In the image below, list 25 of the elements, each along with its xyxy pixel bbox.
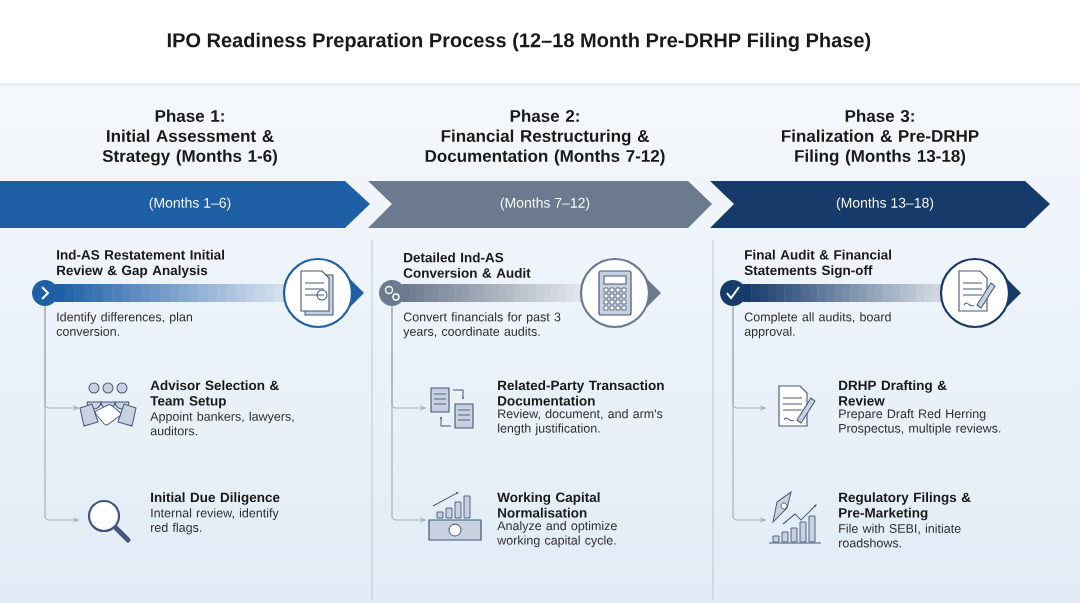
phase-heading: Phase 1: Initial Assessment & Strategy (Months 1-6) [102, 109, 277, 166]
step-description: Appoint bankers, lawyers, auditors. [150, 411, 294, 436]
step-title: Detailed Ind-AS Conversion & Audit [403, 252, 531, 278]
phase-banner: (Months 1–6) [0, 181, 370, 228]
step-title: Ind-AS Restatement Initial Review & Gap Analysis [57, 249, 224, 278]
step-description: Complete all audits, board approval. [744, 312, 891, 339]
step-description: Review, document, and arm's length justification. [498, 409, 663, 436]
phase-banner: (Months 13–18) [710, 181, 1050, 228]
step-title: Advisor Selection & Team Setup [150, 380, 279, 409]
step-title: DRHP Drafting & Review [839, 380, 947, 406]
phase-banner: (Months 7–12) [368, 181, 712, 228]
step-title: Related-Party Transaction Documentation [498, 380, 664, 406]
step-title: Initial Due Diligence [151, 492, 280, 505]
step-title: Final Audit & Financial Statements Sign-off [744, 249, 891, 278]
step-title: Working Capital Normalisation [497, 492, 600, 518]
step-description: Prepare Draft Red Herring Prospectus, multiple reviews. [839, 409, 1001, 436]
step-description: Identify differences, plan conversion. [56, 312, 192, 336]
title: IPO Readiness Preparation Process (12–18 Month Pre-DRHP Filing Phase) [167, 32, 871, 52]
step-title: Regulatory Filings & Pre-Marketing [839, 492, 971, 521]
step-description: File with SEBI, initiate roadshows. [839, 523, 961, 548]
step-description: Analyze and optimize working capital cycle. [497, 521, 617, 548]
step-description: Internal review, identify red flags. [151, 508, 279, 535]
step-description: Convert financials for past 3 years, coordinate audits. [403, 312, 561, 339]
phase-heading: Phase 3: Finalization & Pre-DRHP Filing (Months 13-18) [782, 109, 979, 166]
phase-heading: Phase 2: Financial Restructuring & Documentation (Months 7-12) [425, 109, 665, 166]
